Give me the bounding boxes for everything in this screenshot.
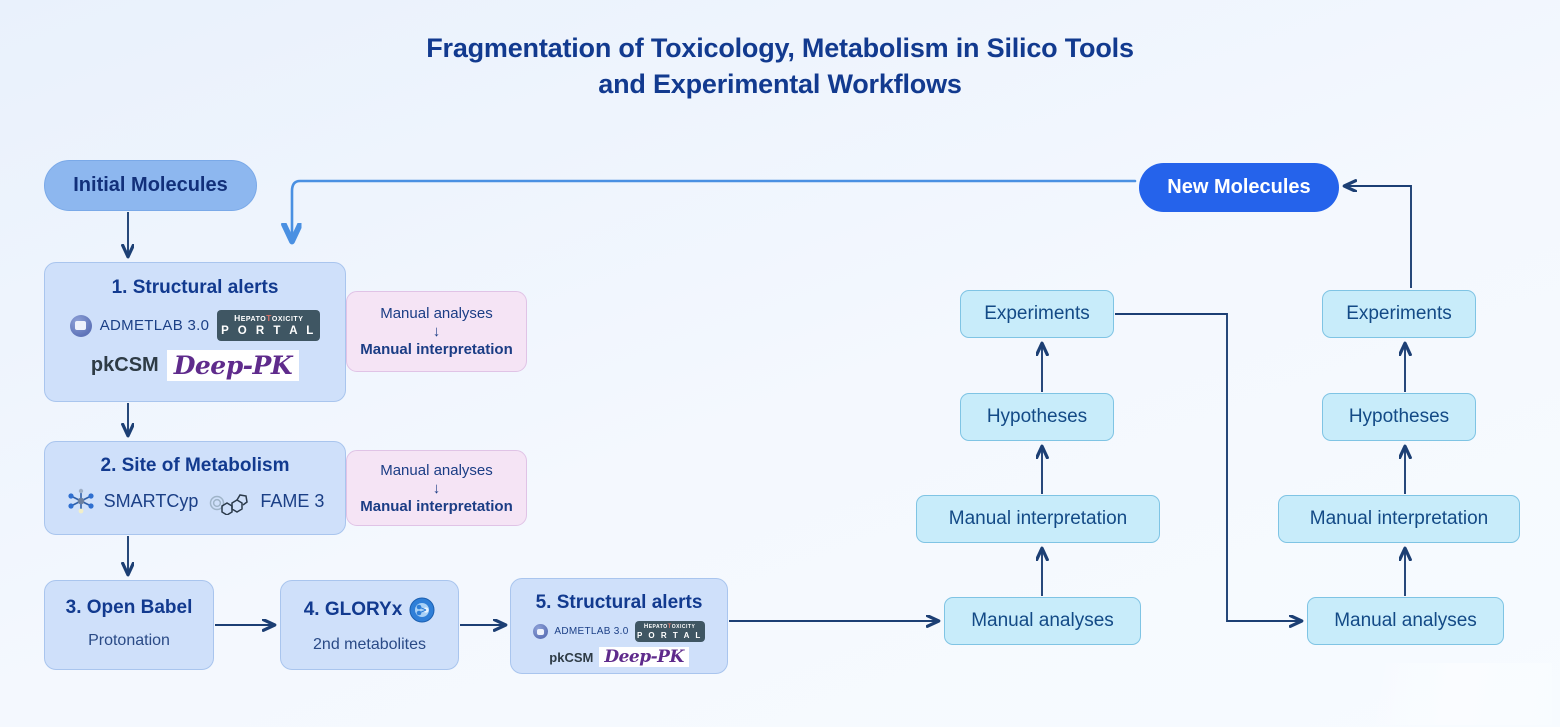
right-hypotheses[interactable]: Hypotheses — [1322, 393, 1476, 441]
manual-interpretation-label-1: Manual interpretation — [360, 341, 513, 358]
step-1-logo-row-2: pkCSM Deep-PK — [90, 350, 300, 381]
admetlab-label: ADMETLAB 3.0 — [99, 317, 210, 334]
down-arrow-icon-1: ↓ — [432, 323, 441, 340]
right-experiments-label: Experiments — [1346, 303, 1452, 324]
right-manual-analyses-label: Manual analyses — [1334, 610, 1477, 631]
initial-molecules-label: Initial Molecules — [73, 174, 228, 196]
step-5-logo-row-2: pkCSM Deep-PK — [549, 647, 689, 667]
right-experiments[interactable]: Experiments — [1322, 290, 1476, 338]
hepatotoxicity-portal-logo-small: HEPATOTOXICITY P O R T A L — [634, 621, 705, 642]
right-hypotheses-label: Hypotheses — [1348, 406, 1450, 427]
right-manual-interpretation-label: Manual interpretation — [1309, 508, 1489, 529]
step-2-logo-row: SMARTCyp FAME 3 — [66, 487, 325, 515]
down-arrow-icon-2: ↓ — [432, 479, 441, 497]
page-title: Fragmentation of Toxicology, Metabolism … — [0, 30, 1560, 103]
hepatotox-line-1: HEPATOTOXICITY — [234, 312, 304, 323]
admetlab-icon — [69, 314, 92, 337]
step-4-subtitle: 2nd metabolites — [313, 636, 426, 653]
pkcsm-label-small: pkCSM — [549, 649, 594, 665]
middle-experiments-label: Experiments — [984, 303, 1090, 324]
step-2-title: 2. Site of Metabolism — [100, 455, 290, 476]
smartcyp-icon — [68, 488, 94, 514]
smartcyp-label: SMARTCyp — [103, 490, 199, 511]
step-3-subtitle: Protonation — [88, 632, 170, 649]
middle-manual-analyses-label: Manual analyses — [971, 610, 1114, 631]
recycle-arrow — [292, 179, 1137, 240]
middle-hypotheses[interactable]: Hypotheses — [960, 393, 1114, 441]
right-manual-interpretation[interactable]: Manual interpretation — [1278, 495, 1520, 543]
step-3-title: 3. Open Babel — [65, 597, 193, 618]
node-initial-molecules[interactable]: Initial Molecules — [44, 160, 257, 211]
gloryx-icon — [409, 597, 435, 623]
step-1-title: 1. Structural alerts — [111, 277, 279, 298]
middle-manual-analyses[interactable]: Manual analyses — [944, 597, 1141, 645]
title-line-1: Fragmentation of Toxicology, Metabolism … — [426, 33, 1134, 63]
hepatotox-line-1-small: HEPATOTOXICITY — [643, 623, 696, 630]
node-new-molecules[interactable]: New Molecules — [1139, 163, 1339, 212]
step-4-title: 4. GLORYx — [303, 599, 403, 620]
step-box-site-of-metabolism[interactable]: 2. Site of Metabolism SMARTCyp — [44, 441, 346, 535]
hepatotox-line-2: P O R T A L — [221, 324, 317, 337]
new-molecules-label: New Molecules — [1167, 176, 1311, 198]
fame3-label: FAME 3 — [260, 490, 325, 511]
step-box-gloryx[interactable]: 4. GLORYx 2nd metabolites — [280, 580, 459, 670]
deep-pk-logo-small: Deep-PK — [599, 647, 689, 667]
step-box-open-babel[interactable]: 3. Open Babel Protonation — [44, 580, 214, 670]
manual-analyses-label-1: Manual analyses — [380, 305, 493, 322]
pkcsm-label: pkCSM — [90, 354, 159, 376]
middle-experiments[interactable]: Experiments — [960, 290, 1114, 338]
fame3-icon — [210, 494, 249, 515]
step-5-logo-row-1: ADMETLAB 3.0 HEPATOTOXICITY P O R T A L — [533, 621, 705, 642]
hepatotoxicity-portal-logo: HEPATOTOXICITY P O R T A L — [217, 310, 321, 341]
step-box-structural-alerts-2[interactable]: 5. Structural alerts ADMETLAB 3.0 HEPATO… — [510, 578, 728, 674]
title-line-2: and Experimental Workflows — [598, 69, 962, 100]
step-5-title: 5. Structural alerts — [535, 592, 703, 613]
manual-panel-2: Manual analyses ↓ Manual interpretation — [346, 450, 527, 526]
step-box-structural-alerts-1[interactable]: 1. Structural alerts ADMETLAB 3.0 HEPATO… — [44, 262, 346, 402]
right-manual-analyses[interactable]: Manual analyses — [1307, 597, 1504, 645]
middle-manual-interpretation[interactable]: Manual interpretation — [916, 495, 1160, 543]
middle-hypotheses-label: Hypotheses — [986, 406, 1088, 427]
manual-interpretation-label-2: Manual interpretation — [360, 497, 513, 515]
deep-pk-logo: Deep-PK — [166, 350, 300, 381]
admetlab-label-small: ADMETLAB 3.0 — [554, 626, 629, 637]
middle-manual-interpretation-label: Manual interpretation — [948, 508, 1128, 529]
hepatotox-line-2-small: P O R T A L — [636, 630, 703, 640]
manual-panel-1: Manual analyses ↓ Manual interpretation — [346, 291, 527, 372]
manual-analyses-label-2: Manual analyses — [380, 461, 493, 479]
admetlab-icon-small — [533, 624, 549, 639]
watermark — [1372, 663, 1552, 725]
step-4-title-row: 4. GLORYx — [304, 597, 436, 623]
step-1-logo-row-1: ADMETLAB 3.0 HEPATOTOXICITY P O R T A L — [69, 310, 321, 341]
